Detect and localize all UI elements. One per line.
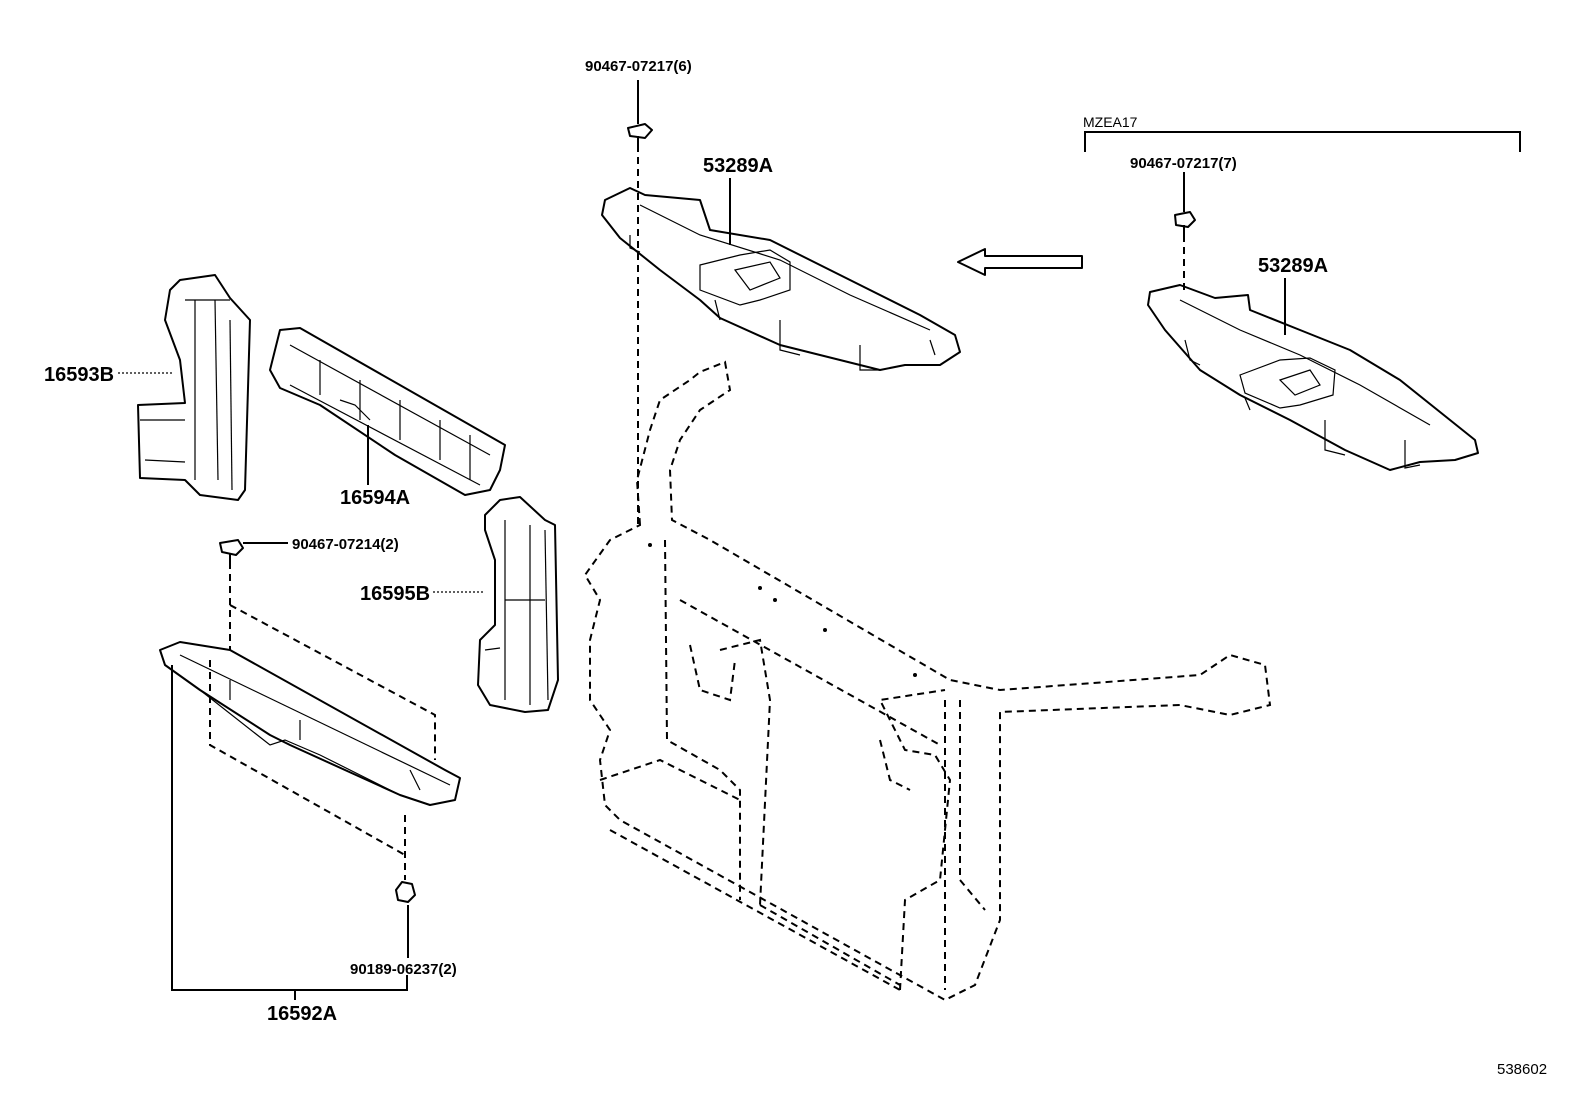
guide-16592a <box>159 641 461 806</box>
radiator-support-phantom <box>583 360 1272 1002</box>
variant-bracket <box>1084 131 1521 152</box>
guide-16594a <box>269 327 506 496</box>
label-duct-left: 16593B <box>44 364 114 386</box>
bolt-icon-top <box>627 123 653 145</box>
label-guide-lower: 16592A <box>267 1003 337 1025</box>
clip-icon-upper <box>219 539 244 562</box>
diagram-number: 538602 <box>1497 1061 1547 1078</box>
label-bolt-variant: 90467-07217(7) <box>1130 155 1237 172</box>
label-clip-upper: 90467-07214(2) <box>292 536 399 553</box>
seal-53289a-variant <box>1147 284 1479 471</box>
seal-53289a-main <box>601 187 961 371</box>
label-nut-lower: 90189-06237(2) <box>350 961 457 978</box>
nut-icon-lower <box>395 881 416 903</box>
label-duct-right: 16595B <box>360 583 430 605</box>
direction-arrow-icon <box>957 248 1083 276</box>
label-variant-tag: MZEA17 <box>1083 114 1138 130</box>
label-seal-variant: 53289A <box>1258 255 1328 277</box>
label-seal-main: 53289A <box>703 155 773 177</box>
duct-16595b <box>477 496 559 713</box>
duct-16593b <box>137 274 251 501</box>
label-guide-center: 16594A <box>340 487 410 509</box>
label-bolt-top: 90467-07217(6) <box>585 58 692 75</box>
bolt-icon-variant <box>1174 211 1196 235</box>
